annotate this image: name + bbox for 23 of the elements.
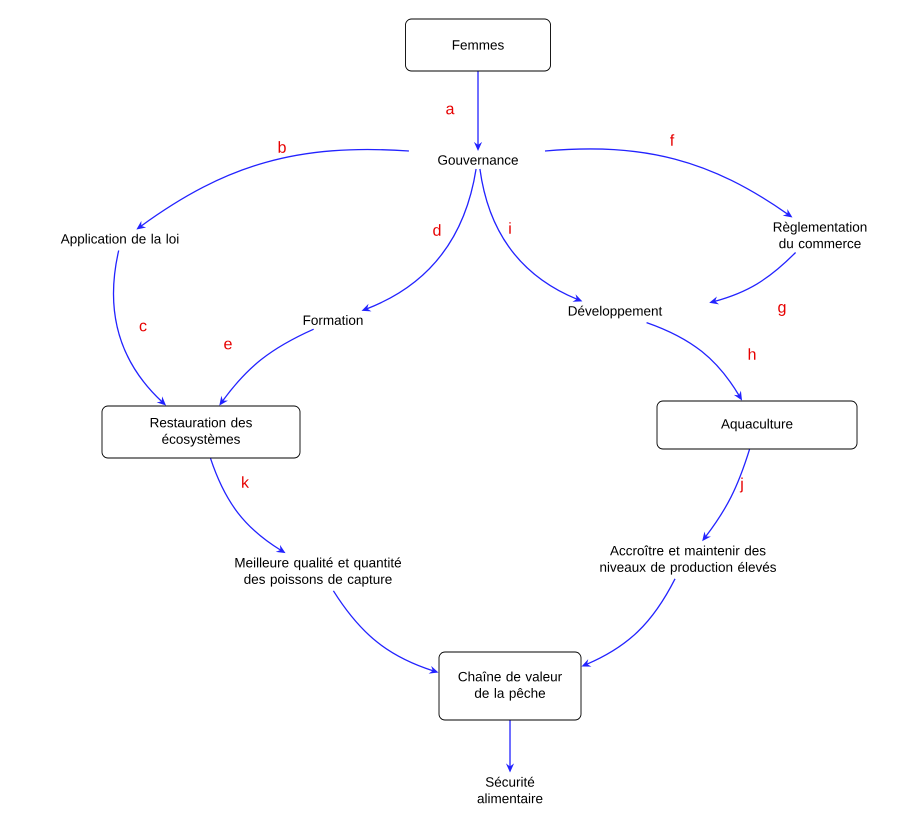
edge-label: g	[778, 304, 786, 316]
edge-label: e	[224, 340, 232, 350]
process-box: Restauration des écosystèmes	[102, 406, 300, 458]
label-text: Meilleure qualité et quantité des poissons de capture	[235, 557, 402, 587]
edge-label: a	[446, 106, 454, 114]
label-text: Gouvernance	[438, 155, 518, 165]
process-box: Aquaculture	[656, 400, 858, 450]
label-text: Sécurité alimentaire	[478, 776, 542, 804]
label-text: Formation	[304, 315, 362, 325]
edge-label: b	[278, 141, 286, 153]
label-text: Règlementation du commerce	[774, 222, 866, 248]
label-text: Accroître et maintenir des niveaux de production élevés	[600, 545, 776, 575]
edge-label: j	[740, 478, 743, 492]
process-box: Femmes	[405, 18, 551, 72]
label-text: Développement	[568, 306, 662, 318]
edge-label: k	[242, 476, 250, 488]
process-box: Chaîne de valeur de la pêche	[438, 652, 582, 720]
edge-label: i	[509, 222, 511, 234]
edge-label: f	[670, 134, 674, 146]
edge-label: c	[140, 322, 147, 332]
edge-label: h	[748, 348, 756, 360]
edge-label: d	[433, 224, 440, 236]
label-text: Application de la loi	[60, 234, 178, 246]
